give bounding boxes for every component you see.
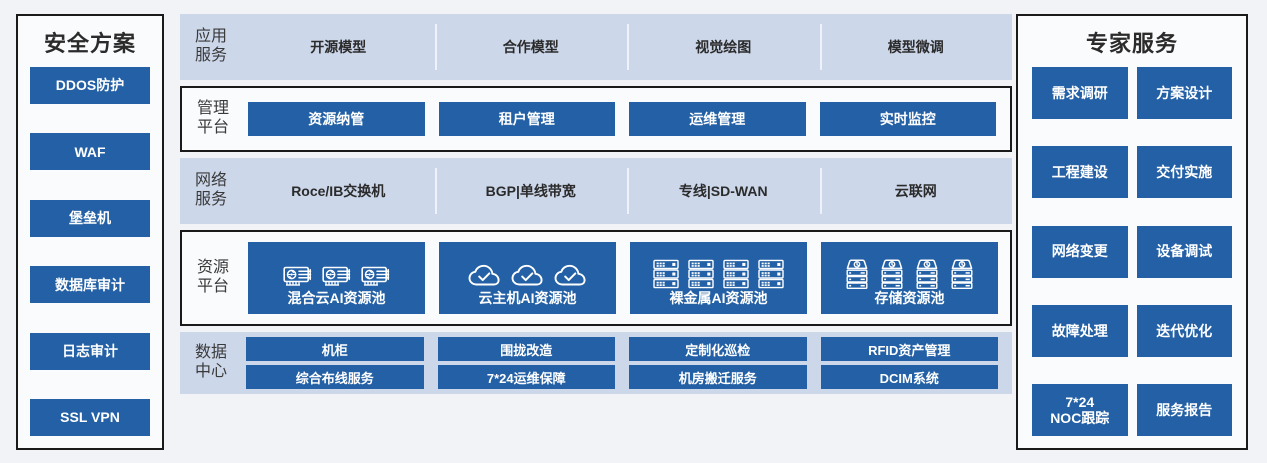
- mgmt-tenant-management[interactable]: 租户管理: [438, 102, 615, 136]
- gpu-card-icon-group: [282, 251, 391, 289]
- app-service-partner-model[interactable]: 合作模型: [435, 37, 628, 57]
- row-body-application-services: 开源模型 合作模型 视觉绘图 模型微调: [242, 14, 1012, 80]
- security-item-log-audit[interactable]: 日志审计: [30, 332, 150, 370]
- row-label-application-services: 应用 服务: [194, 28, 227, 64]
- cloud-check-icon-group: [468, 251, 588, 289]
- row-network-services: 网络 服务 Roce/IB交换机 BGP|单线带宽 专线|SD-WAN 云联网: [180, 158, 1012, 224]
- cloud-check-icon: [511, 264, 543, 286]
- row-data-center: 数据 中心 机柜 围拢改造 定制化巡检 RFID资产管理 综合布线服务 7*24…: [180, 332, 1012, 394]
- app-service-open-source-model[interactable]: 开源模型: [310, 39, 367, 55]
- row-resource-platform: 资源 平台: [180, 230, 1012, 326]
- row-label-resource-platform: 资源 平台: [196, 259, 229, 295]
- row-application-services: 应用 服务 开源模型 合作模型 视觉绘图 模型微调: [180, 14, 1012, 80]
- expert-item-grid: 需求调研 方案设计 工程建设 交付实施 网络变更 设备调试 故障处理 迭代优化 …: [1032, 67, 1232, 436]
- row-label-management-platform: 管理 平台: [196, 100, 229, 136]
- storage-array-icon: [916, 259, 938, 289]
- expert-item-solution-design[interactable]: 方案设计: [1136, 67, 1232, 119]
- data-center-line-1: 机柜 围拢改造 定制化巡检 RFID资产管理: [246, 337, 998, 361]
- network-roce-ib-switch[interactable]: Roce/IB交换机: [291, 183, 386, 199]
- dc-datacenter-relocation-service[interactable]: 机房搬迁服务: [629, 365, 807, 389]
- expert-panel-title: 专家服务: [1085, 31, 1178, 56]
- row-label-network-services: 网络 服务: [194, 172, 227, 208]
- network-bgp-bandwidth[interactable]: BGP|单线带宽: [435, 181, 628, 201]
- expert-item-requirement-research[interactable]: 需求调研: [1032, 67, 1128, 119]
- expert-services-panel: 专家服务 需求调研 方案设计 工程建设 交付实施 网络变更 设备调试 故障处理 …: [1016, 14, 1248, 450]
- expert-item-delivery-implementation[interactable]: 交付实施: [1136, 146, 1232, 199]
- row-body-data-center: 机柜 围拢改造 定制化巡检 RFID资产管理 综合布线服务 7*24运维保障 机…: [242, 332, 1012, 394]
- mgmt-resource-governance[interactable]: 资源纳管: [248, 102, 425, 136]
- row-body-management-platform: 资源纳管 租户管理 运维管理 实时监控: [244, 88, 1010, 150]
- resource-card-storage-pool[interactable]: 存储资源池: [821, 242, 998, 314]
- gpu-card-icon: [282, 266, 311, 286]
- cloud-check-icon: [468, 264, 500, 286]
- resource-card-label-storage: 存储资源池: [874, 290, 945, 306]
- server-rack-icon-group: [653, 251, 784, 289]
- dc-structured-cabling-service[interactable]: 综合布线服务: [246, 365, 424, 389]
- security-solutions-panel: 安全方案 DDOS防护 WAF 堡垒机 数据库审计 日志审计 SSL VPN: [16, 14, 164, 450]
- server-rack-icon: [723, 259, 749, 289]
- row-body-resource-platform: 混合云AI资源池: [244, 232, 1010, 324]
- server-rack-icon: [653, 259, 679, 289]
- security-item-waf[interactable]: WAF: [30, 133, 150, 171]
- expert-item-247-noc-tracking[interactable]: 7*24 NOC跟踪: [1032, 384, 1128, 436]
- gpu-card-icon: [321, 266, 350, 286]
- resource-card-label-hybrid-cloud: 混合云AI资源池: [287, 290, 386, 306]
- expert-item-engineering-construction[interactable]: 工程建设: [1032, 146, 1128, 199]
- network-cloud-connect[interactable]: 云联网: [820, 181, 1013, 201]
- expert-item-service-report[interactable]: 服务报告: [1136, 384, 1232, 436]
- storage-array-icon: [951, 259, 973, 289]
- server-rack-icon: [688, 259, 714, 289]
- mgmt-ops-management[interactable]: 运维管理: [629, 102, 806, 136]
- gpu-card-icon: [360, 266, 389, 286]
- data-center-line-2: 综合布线服务 7*24运维保障 机房搬迁服务 DCIM系统: [246, 365, 998, 389]
- storage-array-icon-group: [844, 251, 975, 289]
- dc-enclosure-retrofit[interactable]: 围拢改造: [437, 337, 615, 361]
- storage-array-icon: [881, 259, 903, 289]
- dc-custom-inspection[interactable]: 定制化巡检: [629, 337, 807, 361]
- resource-card-cloud-host-ai-pool[interactable]: 云主机AI资源池: [439, 242, 616, 314]
- expert-item-iterative-optimization[interactable]: 迭代优化: [1136, 304, 1232, 357]
- cloud-check-icon: [554, 264, 586, 286]
- network-dedicated-line-sdwan[interactable]: 专线|SD-WAN: [627, 181, 820, 201]
- security-panel-title: 安全方案: [43, 31, 136, 56]
- platform-stack: 应用 服务 开源模型 合作模型 视觉绘图 模型微调 管理 平台 资源纳管 租户管…: [180, 14, 1012, 394]
- app-service-visual-drawing[interactable]: 视觉绘图: [627, 37, 820, 57]
- resource-card-hybrid-cloud-ai-pool[interactable]: 混合云AI资源池: [248, 242, 425, 314]
- resource-card-label-bare-metal: 裸金属AI资源池: [669, 290, 768, 306]
- resource-card-bare-metal-ai-pool[interactable]: 裸金属AI资源池: [630, 242, 807, 314]
- expert-item-fault-handling[interactable]: 故障处理: [1032, 304, 1128, 357]
- expert-item-network-change[interactable]: 网络变更: [1032, 225, 1128, 278]
- resource-card-label-cloud-host: 云主机AI资源池: [478, 290, 577, 306]
- row-label-data-center: 数据 中心: [194, 344, 227, 380]
- dc-rfid-asset-management[interactable]: RFID资产管理: [820, 337, 998, 361]
- row-body-network-services: Roce/IB交换机 BGP|单线带宽 专线|SD-WAN 云联网: [242, 158, 1012, 224]
- mgmt-realtime-monitoring[interactable]: 实时监控: [819, 102, 996, 136]
- security-item-list: DDOS防护 WAF 堡垒机 数据库审计 日志审计 SSL VPN: [30, 67, 150, 436]
- row-management-platform: 管理 平台 资源纳管 租户管理 运维管理 实时监控: [180, 86, 1012, 152]
- dc-cabinet[interactable]: 机柜: [246, 337, 424, 361]
- dc-dcim-system[interactable]: DCIM系统: [820, 365, 998, 389]
- dc-247-ops-support[interactable]: 7*24运维保障: [437, 365, 615, 389]
- app-service-model-finetune[interactable]: 模型微调: [820, 37, 1013, 57]
- security-item-bastion[interactable]: 堡垒机: [30, 199, 150, 237]
- security-item-database-audit[interactable]: 数据库审计: [30, 266, 150, 304]
- storage-array-icon: [846, 259, 868, 289]
- expert-item-device-debugging[interactable]: 设备调试: [1136, 225, 1232, 278]
- security-item-ssl-vpn[interactable]: SSL VPN: [30, 398, 150, 436]
- security-item-ddos[interactable]: DDOS防护: [30, 67, 150, 104]
- server-rack-icon: [758, 259, 784, 289]
